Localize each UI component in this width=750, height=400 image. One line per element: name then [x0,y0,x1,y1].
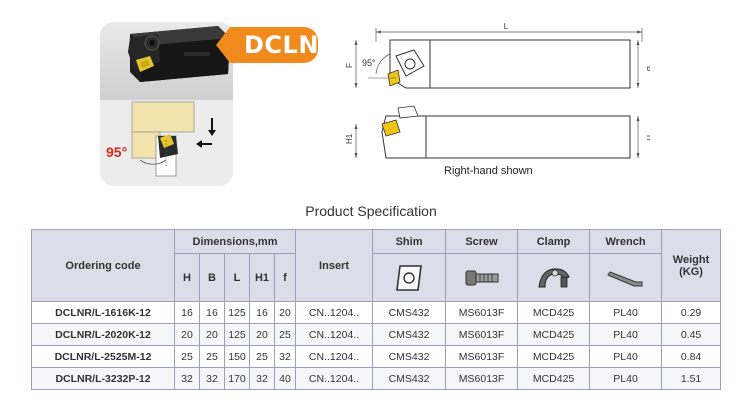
row-code: DCLNR/L-1616K-12 [31,301,175,324]
row-code: DCLNR/L-2020K-12 [31,323,175,346]
technical-drawing: L F B 95° H1 H [345,22,650,159]
row-shim: CMS432 [372,367,447,390]
row-clamp: MCD425 [517,345,591,368]
row-insert: CN..1204.. [295,345,374,368]
shim-icon-cell [372,253,447,302]
row-H: 20 [174,323,200,346]
row-f: 20 [273,301,297,324]
header-weight-unit: (KG) [679,265,703,278]
row-B: 20 [199,323,225,346]
shim-icon [396,264,422,291]
header-dim-B: B [199,253,225,302]
wrench-icon [606,270,643,286]
row-L: 150 [224,345,250,368]
header-screw: Screw [445,229,519,254]
row-H: 16 [174,301,200,324]
table-row: DCLNR/L-2525M-12 25 25 150 25 32 CN..120… [31,345,722,368]
dim-L-label: L [504,22,509,31]
header-weight-label: Weight [672,253,710,266]
spec-table: Ordering code Dimensions,mm Insert Shim … [31,229,722,390]
header-dim-H1: H1 [249,253,275,302]
model-badge: DCLN [216,27,318,63]
row-wrench: PL40 [589,345,663,368]
row-weight: 0.29 [661,301,722,324]
row-clamp: MCD425 [517,367,591,390]
row-shim: CMS432 [372,323,447,346]
tool-holder-photo [100,22,233,100]
row-screw: MS6013F [445,301,519,324]
row-shim: CMS432 [372,345,447,368]
row-H1: 16 [249,301,275,324]
card-angle-label: 95° [106,144,128,160]
header-insert: Insert [295,229,374,302]
row-clamp: MCD425 [517,301,591,324]
row-screw: MS6013F [445,367,519,390]
row-L: 125 [224,301,250,324]
screw-icon-cell [445,253,519,302]
row-B: 25 [199,345,225,368]
dim-B-label: B [645,66,650,71]
row-H1: 32 [249,367,275,390]
row-insert: CN..1204.. [295,323,374,346]
row-insert: CN..1204.. [295,367,374,390]
cutting-angle-diagram: 95° [100,100,233,186]
row-B: 16 [199,301,225,324]
angle-diagram-image [131,101,216,177]
table-row: DCLNR/L-3232P-12 32 32 170 32 40 CN..120… [31,367,722,390]
table-row: DCLNR/L-2020K-12 20 20 125 20 25 CN..120… [31,323,722,346]
dim-H1-label: H1 [345,133,354,144]
row-screw: MS6013F [445,323,519,346]
wrench-icon-cell [589,253,663,302]
row-wrench: PL40 [589,367,663,390]
tool-holder-image [128,26,230,82]
row-H1: 25 [249,345,275,368]
product-card: 95° [100,22,233,186]
row-f: 25 [273,323,297,346]
row-code: DCLNR/L-3232P-12 [31,367,175,390]
row-H1: 20 [249,323,275,346]
row-insert: CN..1204.. [295,301,374,324]
row-H: 25 [174,345,200,368]
row-L: 125 [224,323,250,346]
page-title: Product Specification [305,203,437,219]
clamp-icon-cell [517,253,591,302]
row-L: 170 [224,367,250,390]
clamp-icon [537,267,570,287]
drawing-angle-label: 95° [362,58,376,68]
header-dim-L: L [224,253,250,302]
header-shim: Shim [372,229,447,254]
table-row: DCLNR/L-1616K-12 16 16 125 16 20 CN..120… [31,301,722,324]
header-dimensions: Dimensions,mm [173,229,297,254]
header-dim-H: H [174,253,200,302]
row-weight: 1.51 [661,367,722,390]
header-wrench: Wrench [589,229,663,254]
row-clamp: MCD425 [517,323,591,346]
row-f: 32 [273,345,297,368]
row-code: DCLNR/L-2525M-12 [31,345,175,368]
row-f: 40 [273,367,297,390]
row-weight: 0.84 [661,345,722,368]
header-dim-f: f [273,253,297,302]
row-wrench: PL40 [589,301,663,324]
row-weight: 0.45 [661,323,722,346]
dim-F-label: F [345,63,354,68]
drawing-caption: Right-hand shown [444,165,533,177]
header-weight: Weight (KG) [661,229,722,302]
row-wrench: PL40 [589,323,663,346]
row-B: 32 [199,367,225,390]
row-H: 32 [174,367,200,390]
header-ordering-code: Ordering code [31,229,175,302]
row-shim: CMS432 [372,301,447,324]
screw-icon [465,270,499,285]
header-clamp: Clamp [517,229,591,254]
dim-H-label: H [645,135,650,141]
row-screw: MS6013F [445,345,519,368]
